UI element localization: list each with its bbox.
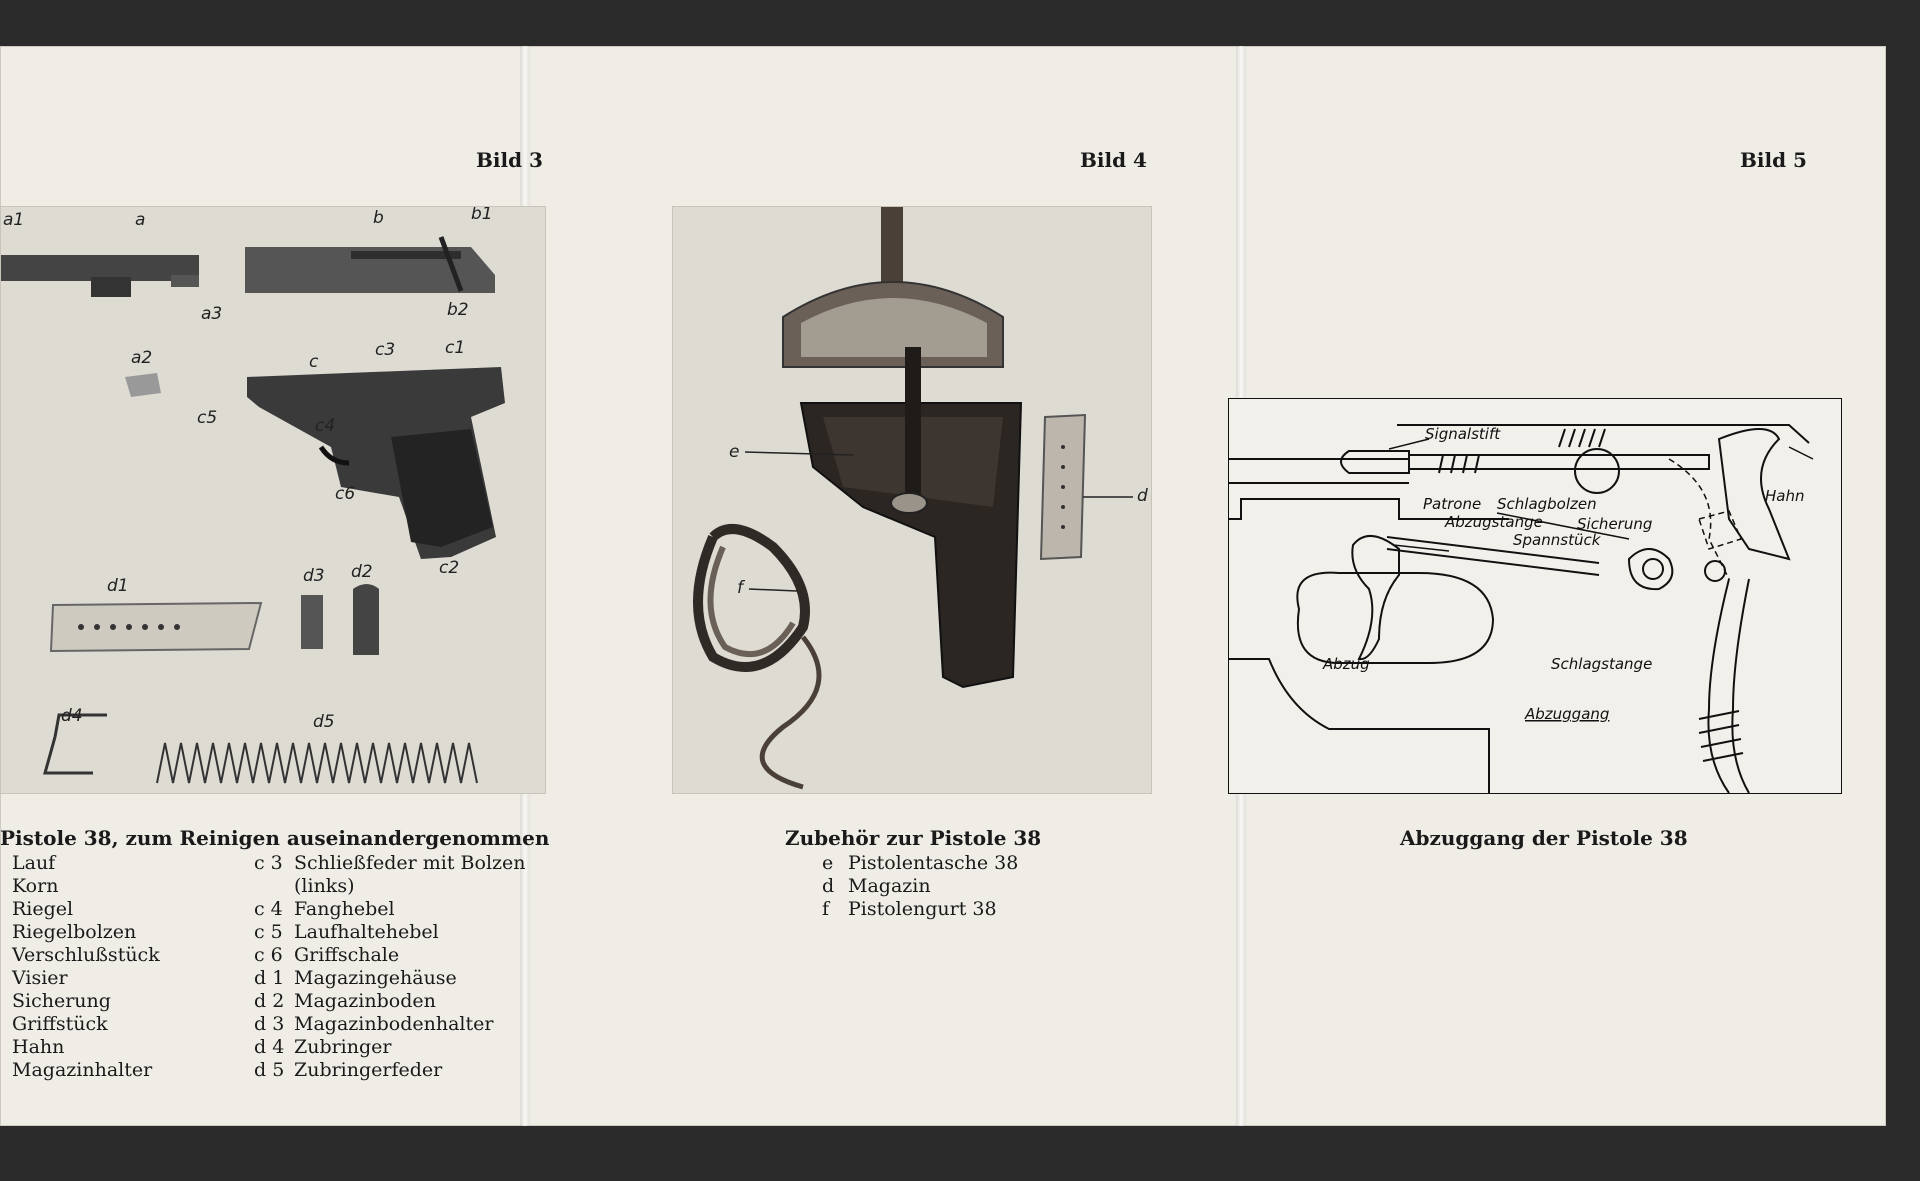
diagram-label-schlagbolzen: Schlagbolzen xyxy=(1497,495,1597,513)
legend-text: Magazin xyxy=(848,875,931,897)
legend-code: d 5 xyxy=(254,1059,285,1081)
pistol-parts-illustration: a1 a b b1 a3 b2 a2 c c3 c1 c5 c4 c6 c2 d… xyxy=(1,207,505,784)
photo-label: d3 xyxy=(303,566,325,586)
legend-code: d 4 xyxy=(254,1036,285,1058)
photo-label: c2 xyxy=(439,558,459,578)
photo-label: c6 xyxy=(335,484,355,504)
legend-code: d 2 xyxy=(254,990,285,1012)
legend-col1: Lauf Korn Riegel Riegelbolzen Verschlußs… xyxy=(12,852,160,1082)
diagram-label-hahn: Hahn xyxy=(1765,487,1805,505)
legend-item: Sicherung xyxy=(12,990,111,1012)
legend-text: Magazinbodenhalter xyxy=(294,1013,494,1035)
figure-label-bild5: Bild 5 xyxy=(1740,148,1807,172)
photo-label: d4 xyxy=(61,706,83,726)
legend-code: c 4 xyxy=(254,898,283,920)
diagram-label-patrone: Patrone xyxy=(1423,495,1481,513)
photo-label: b1 xyxy=(471,207,493,224)
legend-item: Visier xyxy=(12,967,68,989)
legend-code: d 3 xyxy=(254,1013,285,1035)
photo-label: c4 xyxy=(315,416,335,436)
legend-text: Pistolentasche 38 xyxy=(848,852,1019,874)
photo-label: f xyxy=(737,578,746,598)
holster-illustration: e d f xyxy=(693,207,1148,790)
trigger-mechanism-diagram: Signalstift Hahn Patrone Schlagbolzen Ab… xyxy=(1228,398,1842,794)
photo-label: d1 xyxy=(107,576,129,596)
legend-text: Schließfeder mit Bolzen xyxy=(294,852,526,874)
photo-label: c xyxy=(309,352,319,372)
legend-text: Zubringerfeder xyxy=(294,1059,443,1081)
photo-label: c5 xyxy=(197,408,217,428)
legend-text: Griffschale xyxy=(294,944,400,966)
legend-text: Zubringer xyxy=(294,1036,392,1058)
legend-item: Lauf xyxy=(12,852,56,874)
photo-label: d xyxy=(1137,486,1148,506)
legend-text: Fanghebel xyxy=(294,898,395,920)
diagram-label-schlagstange: Schlagstange xyxy=(1551,655,1652,673)
legend-text: Pistolengurt 38 xyxy=(848,898,997,920)
figure-label-bild3: Bild 3 xyxy=(476,148,543,172)
diagram-label-spannstueck: Spannstück xyxy=(1513,531,1602,549)
photo-label: b2 xyxy=(447,300,469,320)
photo-label: c1 xyxy=(445,338,465,358)
legend-item: Riegel xyxy=(12,898,74,920)
legend-code: c 3 xyxy=(254,852,283,874)
caption-bild4: Zubehör zur Pistole 38 xyxy=(785,826,1042,850)
diagram-label-signalstift: Signalstift xyxy=(1425,425,1501,443)
photo-label: a3 xyxy=(201,304,222,324)
photo-label: b xyxy=(373,208,384,228)
trigger-diagram-svg: Signalstift Hahn Patrone Schlagbolzen Ab… xyxy=(1229,424,1814,794)
legend-col2: c 3 Schließfeder mit Bolzen (links) c 4 Fa… xyxy=(254,852,526,1082)
legend-text: Magazingehäuse xyxy=(294,967,457,989)
legend-text: Laufhaltehebel xyxy=(294,921,439,943)
figure-label-bild4: Bild 4 xyxy=(1080,148,1147,172)
photo-label: d5 xyxy=(313,712,335,732)
photo-label: a2 xyxy=(131,348,152,368)
photo-label: a1 xyxy=(3,210,24,230)
diagram-label-abzuggang: Abzuggang xyxy=(1524,705,1609,723)
legend-item: Riegelbolzen xyxy=(12,921,137,943)
diagram-label-abzug: Abzug xyxy=(1322,655,1370,673)
legend-item: Magazinhalter xyxy=(12,1059,153,1081)
photo-label: a xyxy=(135,210,145,230)
legend-item: Hahn xyxy=(12,1036,65,1058)
legend-item: Griffstück xyxy=(12,1013,108,1035)
caption-bild5: Abzuggang der Pistole 38 xyxy=(1400,826,1688,850)
photo-label: c3 xyxy=(375,340,395,360)
legend-code: e xyxy=(822,852,834,874)
disassembled-pistol-photo: a1 a b b1 a3 b2 a2 c c3 c1 c5 c4 c6 c2 d… xyxy=(0,206,546,794)
legend-code: c 5 xyxy=(254,921,283,943)
legend-code: f xyxy=(822,898,830,920)
legend-text: (links) xyxy=(294,875,355,897)
legend-code: d 1 xyxy=(254,967,285,989)
holster-accessories-photo: e d f xyxy=(672,206,1152,794)
caption-bild3: Pistole 38, zum Reinigen auseinandergeno… xyxy=(0,826,550,850)
diagram-label-sicherung: Sicherung xyxy=(1577,515,1652,533)
legend-code: c 6 xyxy=(254,944,283,966)
diagram-label-abzugstange: Abzugstange xyxy=(1444,513,1543,531)
photo-label: d2 xyxy=(351,562,373,582)
legend-code: d xyxy=(822,875,835,897)
legend-bild4: e Pistolentasche 38 d Magazin f Pistolengur… xyxy=(822,852,1018,921)
photo-label: e xyxy=(729,442,739,462)
legend-item: Verschlußstück xyxy=(12,944,160,966)
legend-text: Magazinboden xyxy=(294,990,436,1012)
legend-item: Korn xyxy=(12,875,59,897)
